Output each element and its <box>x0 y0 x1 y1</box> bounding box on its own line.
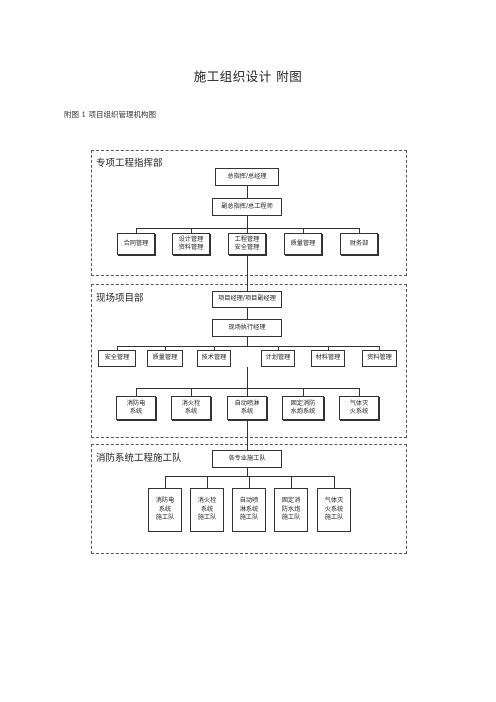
construction-team-label: 消防系统工程施工队 <box>96 453 182 464</box>
dept-design-docs: 设计管理 资料管理 <box>172 233 210 255</box>
team-gas-extinguishing: 气体灭 火系统 施工队 <box>317 488 351 532</box>
dept-quality: 质量管理 <box>284 233 322 255</box>
site-dept-quality: 质量管理 <box>147 350 183 367</box>
site-dept-safety: 安全管理 <box>98 350 136 367</box>
site-dept-planning: 计划管理 <box>261 350 295 367</box>
special-command-label: 专项工程指挥部 <box>96 158 163 169</box>
dept-contract: 合同管理 <box>117 233 155 255</box>
system-gas-extinguishing: 气体灭 火系统 <box>339 396 379 420</box>
site-dept-technical: 技术管理 <box>197 350 231 367</box>
system-fire-electric: 消防电 系统 <box>116 396 156 420</box>
team-fire-electric: 消防电 系统 施工队 <box>148 488 182 532</box>
system-water-cannon: 固定消防 水炮系统 <box>282 396 324 420</box>
system-sprinkler: 自动喷淋 系统 <box>227 396 267 420</box>
special-command-section <box>91 150 407 276</box>
dept-engineering-safety: 工程管理 安全管理 <box>228 233 266 255</box>
system-hydrant: 消火栓 系统 <box>171 396 211 420</box>
chief-box: 总指挥/总经理 <box>215 168 279 186</box>
site-executive-box: 现场执行经理 <box>212 319 282 337</box>
site-dept-documents: 资料管理 <box>362 350 397 367</box>
team-hydrant: 消火栓 系统 施工队 <box>190 488 224 532</box>
deputy-chief-box: 副总指挥/总工程师 <box>212 198 282 216</box>
site-dept-materials: 材料管理 <box>311 350 345 367</box>
specialty-teams-box: 各专业施工队 <box>212 450 282 468</box>
figure-caption: 附图 1 项目组织管理机构图 <box>64 110 157 119</box>
construction-team-section <box>91 444 407 554</box>
page-title: 施工组织设计 附图 <box>193 69 303 84</box>
dept-finance: 财务部 <box>340 233 378 255</box>
site-department-label: 现场项目部 <box>96 293 144 304</box>
team-sprinkler: 自动喷 淋系统 施工队 <box>232 488 266 532</box>
project-manager-box: 项目经理/项目副经理 <box>212 291 282 308</box>
site-department-section <box>91 284 407 438</box>
team-water-cannon: 固定消 防水炮 施工队 <box>274 488 308 532</box>
